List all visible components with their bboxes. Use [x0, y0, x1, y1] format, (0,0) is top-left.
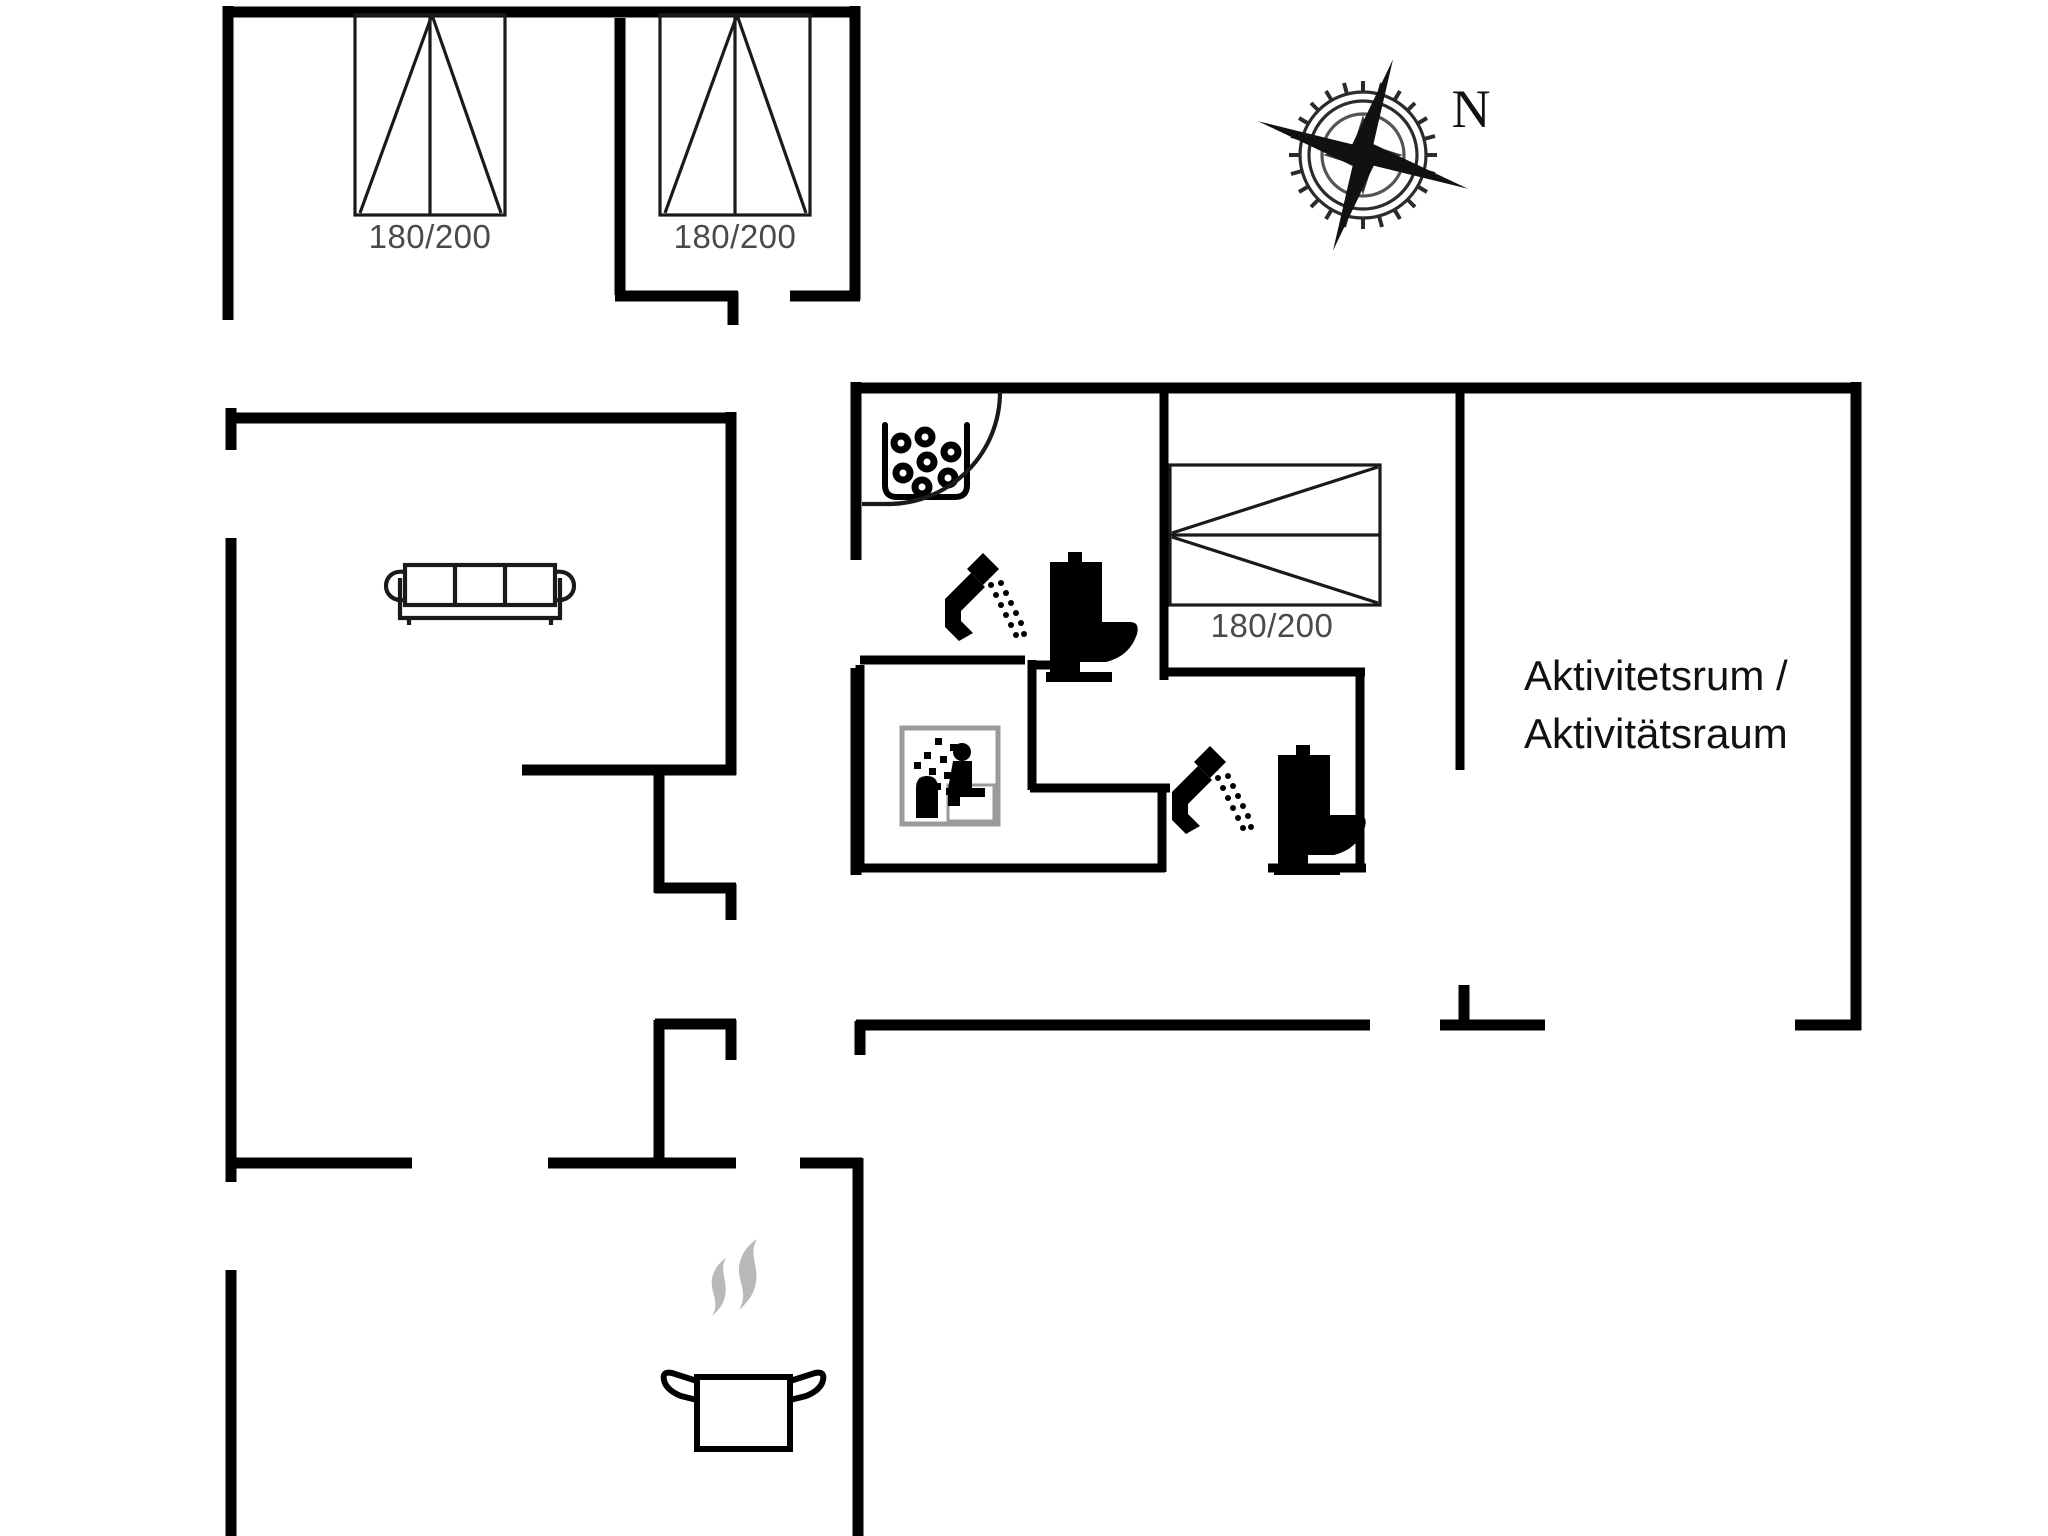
kitchen-walls: [225, 1018, 864, 1536]
sauna-icon: [899, 725, 1001, 827]
toilet-icon: [1274, 745, 1366, 875]
washing-machine-icon: [882, 422, 970, 500]
activity-room-label: Aktivitetsrum / Aktivitätsraum: [1524, 652, 1788, 757]
bed-dimension-label: 180/200: [1211, 607, 1334, 644]
bed-middle: 180/200: [1168, 463, 1382, 644]
toilet-icon: [1046, 552, 1138, 682]
bed-top-right: 180/200: [658, 13, 812, 255]
door-swing-arc-icon: [862, 391, 1003, 507]
sofa-icon: [383, 562, 577, 625]
compass-rose: N: [1258, 59, 1491, 251]
corridor-walls: [854, 985, 1545, 1055]
shower-icon: [945, 553, 1027, 641]
living-room-walls: [225, 408, 737, 1140]
bed-dimension-label: 180/200: [369, 218, 492, 255]
bed-top-left: 180/200: [353, 13, 507, 255]
cooking-pot-icon: [660, 1239, 827, 1452]
bathroom-interior-walls: [855, 393, 1465, 873]
top-bedrooms-walls: [222, 6, 861, 325]
shower-icon: [1172, 746, 1254, 834]
svg-text:Aktivitetsrum /: Aktivitetsrum /: [1524, 652, 1788, 699]
bed-dimension-label: 180/200: [674, 218, 797, 255]
svg-text:Aktivitätsraum: Aktivitätsraum: [1524, 710, 1788, 757]
compass-north-label: N: [1452, 79, 1491, 139]
